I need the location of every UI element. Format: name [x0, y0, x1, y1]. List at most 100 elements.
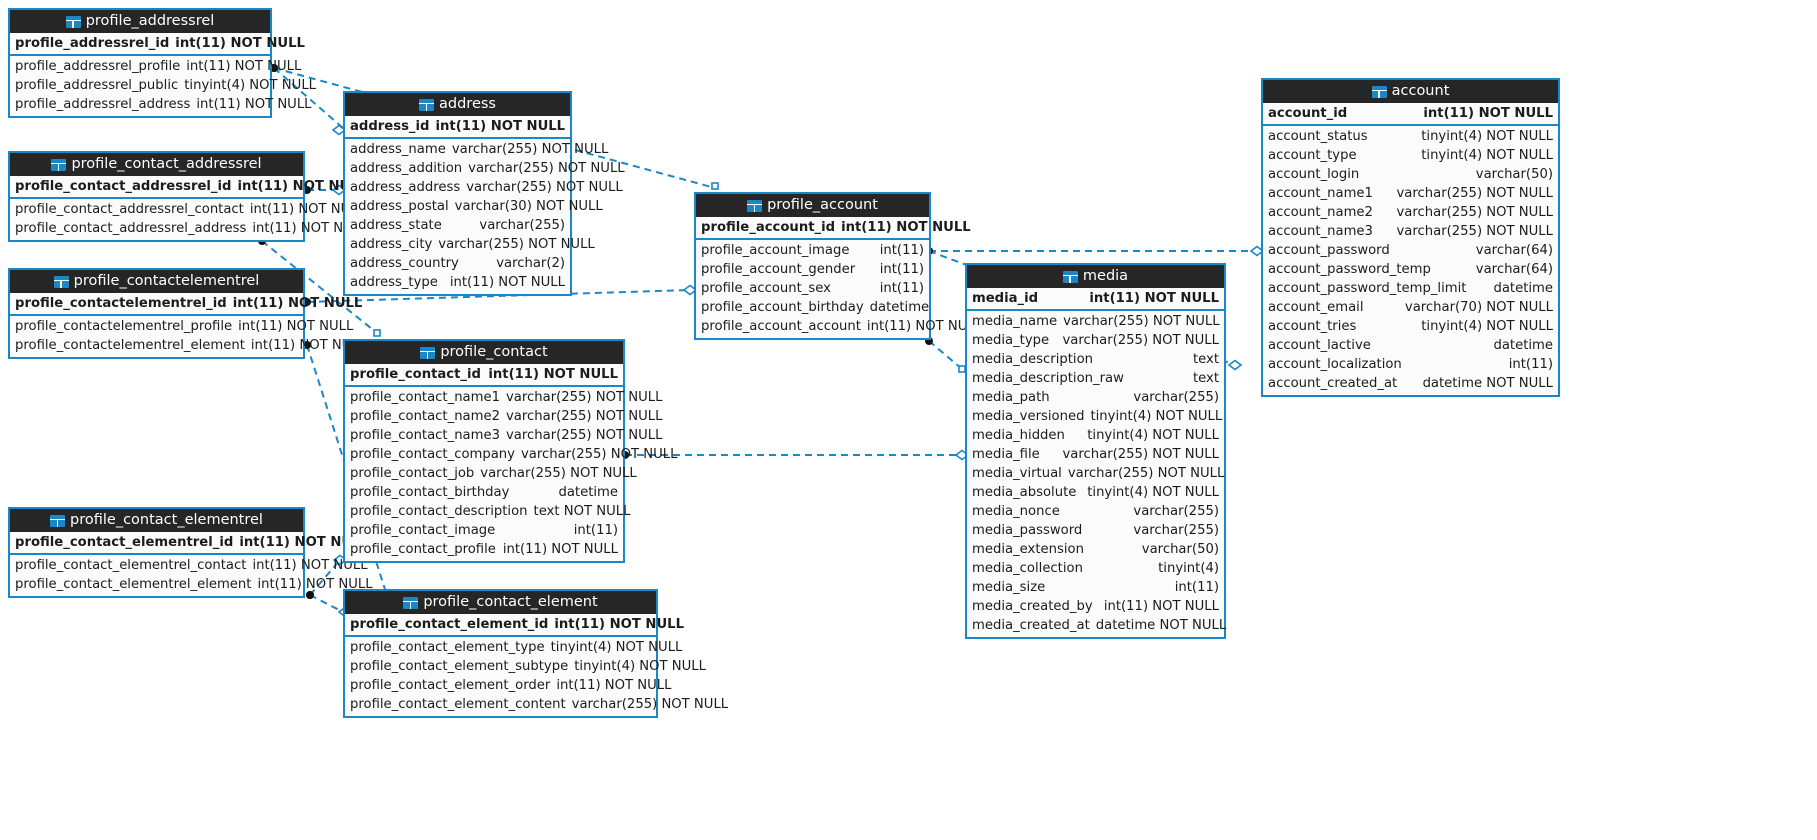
table-header-profile_addressrel[interactable]: profile_addressrel — [10, 10, 270, 33]
column-type: int(11) NOT NULL — [175, 36, 305, 51]
table-header-profile_contactelementrel[interactable]: profile_contactelementrel — [10, 270, 303, 293]
column-name: account_password_temp_limit — [1268, 281, 1467, 296]
table-header-profile_contact_element[interactable]: profile_contact_element — [345, 591, 656, 614]
table-header-profile_account[interactable]: profile_account — [696, 194, 929, 217]
column-type: datetime — [1493, 338, 1553, 353]
column-name: profile_contact_name1 — [350, 390, 500, 405]
table-header-account[interactable]: account — [1263, 80, 1558, 103]
table-header-profile_contact_elementrel[interactable]: profile_contact_elementrel — [10, 509, 303, 532]
table-header-address[interactable]: address — [345, 93, 570, 116]
table-header-media[interactable]: media — [967, 265, 1224, 288]
table-header-profile_contact_addressrel[interactable]: profile_contact_addressrel — [10, 153, 303, 176]
table-header-profile_contact[interactable]: profile_contact — [345, 341, 623, 364]
